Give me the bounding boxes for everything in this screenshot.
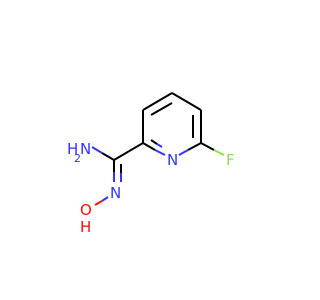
amine-hydrogen-label: H	[67, 140, 78, 158]
bond-c-nh2-n-half	[91, 146, 103, 154]
atom-labels: H N 2 N F N O H	[67, 140, 235, 236]
bond-c3-c4-inner	[150, 102, 173, 116]
bond-n1-c2-inner-n-half	[156, 143, 163, 148]
hydroxyl-hydrogen-label: H	[80, 218, 91, 236]
bond-c6-n1	[187, 142, 202, 151]
bond-c3-c4	[142, 92, 173, 111]
bond-c4-c5	[171, 92, 202, 111]
ring-nitrogen-label: N	[167, 151, 178, 169]
bond-c-nh2	[101, 152, 115, 161]
molecule-structure: H N 2 N F N O H	[67, 92, 235, 236]
bond-n-o-o-half	[94, 200, 103, 206]
fluorine-label: F	[226, 151, 235, 169]
oxygen-label: O	[80, 201, 92, 219]
oxime-nitrogen-label: N	[110, 184, 121, 202]
bond-c6-f	[200, 142, 215, 151]
bonds	[91, 92, 225, 206]
bond-c6-f-f-half	[213, 149, 225, 156]
amine-nitrogen-label: N	[80, 140, 91, 158]
bond-c6-n1-n-half	[178, 149, 189, 156]
bond-n1-c2	[142, 142, 156, 151]
bond-c2-camidine	[113, 142, 144, 161]
bond-n-o	[101, 196, 109, 202]
amine-subscript-label: 2	[74, 152, 81, 165]
bond-n1-c2-inner	[150, 139, 158, 145]
bond-n1-c2-n-half	[154, 149, 166, 156]
